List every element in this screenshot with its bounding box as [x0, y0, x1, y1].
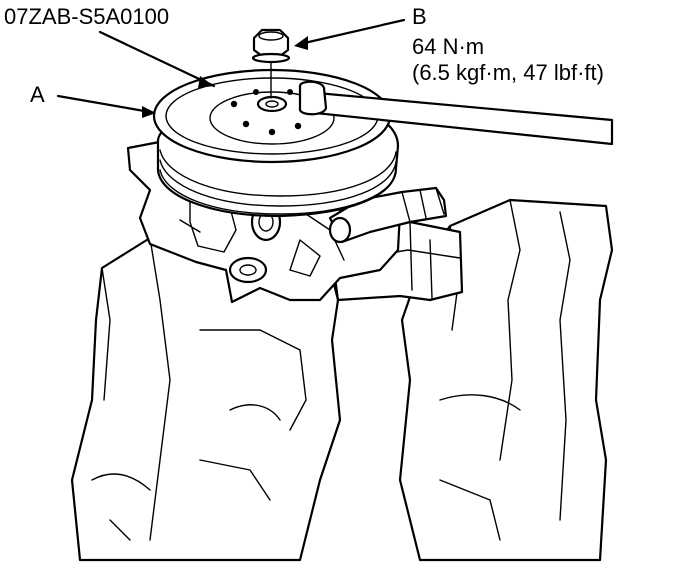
vise-left-jaw: [70, 234, 342, 562]
tool-number-label: 07ZAB-S5A0100: [4, 4, 170, 29]
callout-b-label: B: [412, 4, 427, 29]
torque-value-label: 64 N·m: [412, 34, 485, 59]
leader-lines: [56, 18, 406, 118]
pulley-a: [152, 68, 400, 218]
torque-conversion-label: (6.5 kgf·m, 47 lbf·ft): [412, 60, 604, 85]
pulley-holder-tool: [298, 80, 614, 146]
callout-a-label: A: [30, 82, 45, 107]
flange-nut-b: [251, 28, 291, 99]
